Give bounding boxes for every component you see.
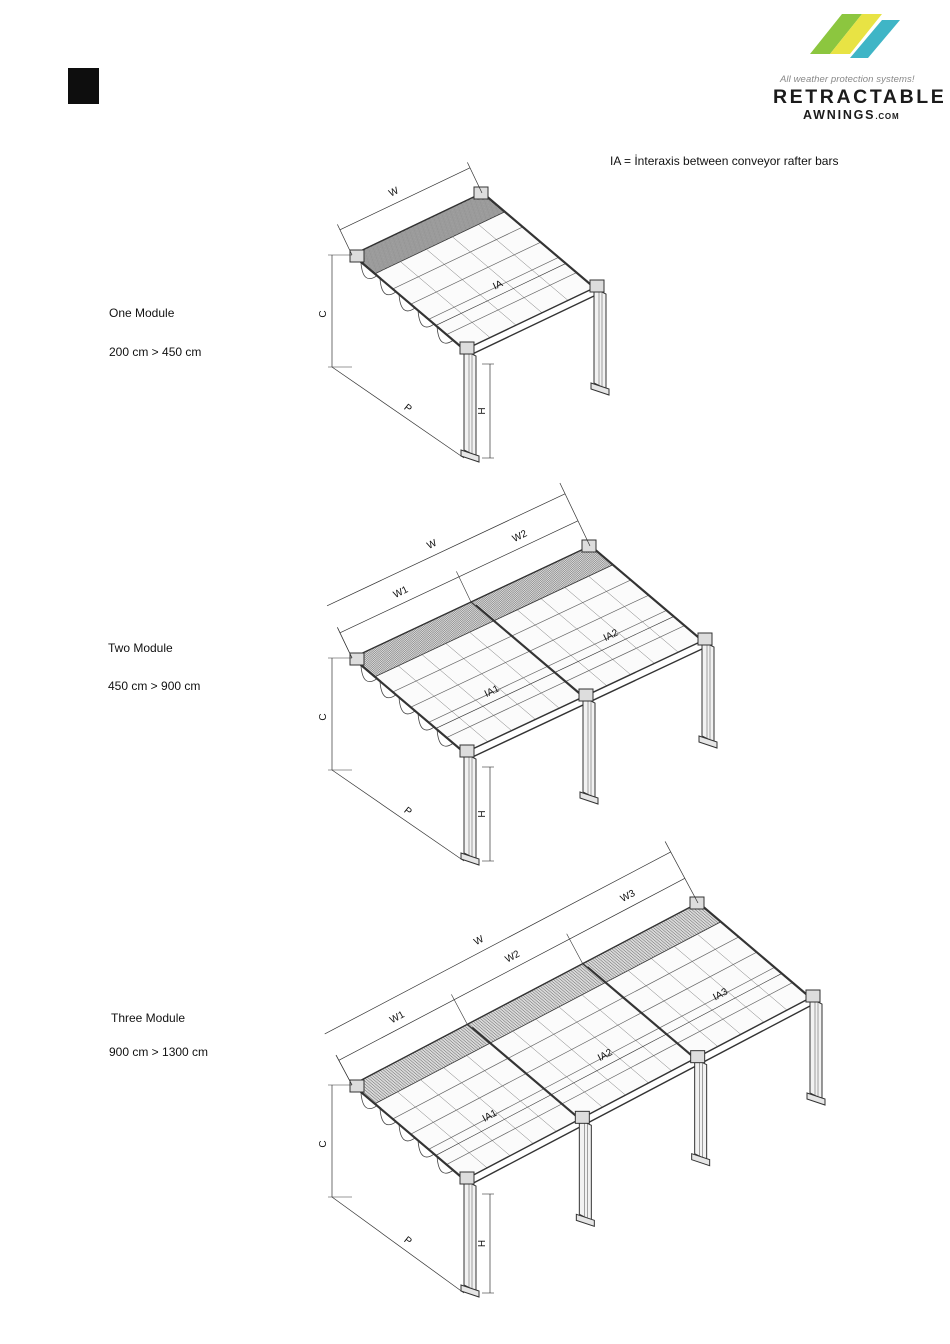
pergola-module-1: WIACPH	[318, 162, 609, 462]
corner-bracket	[806, 990, 820, 1002]
w-extension-line	[337, 224, 352, 255]
w-part-tick	[456, 571, 471, 602]
w-part-label: W2	[511, 528, 530, 545]
p-dimension-line	[332, 1197, 464, 1293]
corner-bracket	[460, 1172, 474, 1184]
corner-bracket	[350, 250, 364, 262]
post	[464, 1180, 476, 1291]
c-dimension-label: C	[318, 1140, 329, 1147]
w-part-label: W1	[392, 584, 411, 601]
post	[464, 350, 476, 456]
post	[579, 1119, 591, 1220]
h-dimension-label: H	[477, 1240, 488, 1247]
corner-bracket	[579, 689, 593, 701]
w-dimension-label: W	[425, 538, 439, 552]
post	[702, 641, 714, 742]
corner-bracket	[460, 745, 474, 757]
corner-bracket	[690, 897, 704, 909]
h-dimension-label: H	[477, 810, 488, 817]
w-part-tick	[337, 627, 352, 658]
w-part-label: W3	[619, 888, 638, 905]
c-dimension-label: C	[318, 310, 329, 317]
w-dimension-label: W	[472, 934, 486, 948]
h-dimension-label: H	[477, 407, 488, 414]
p-dimension-label: P	[402, 805, 414, 818]
w-part-tick	[567, 934, 583, 964]
post	[594, 288, 606, 389]
w-part-label: W2	[503, 948, 522, 965]
corner-bracket	[691, 1051, 705, 1063]
p-dimension-label: P	[402, 402, 414, 415]
post	[810, 998, 822, 1099]
c-dimension-label: C	[318, 713, 329, 720]
corner-bracket	[698, 633, 712, 645]
corner-bracket	[350, 653, 364, 665]
w-part-tick	[451, 994, 467, 1024]
p-dimension-line	[332, 367, 464, 458]
corner-bracket	[582, 540, 596, 552]
w-dimension-label: W	[387, 185, 401, 199]
corner-bracket	[590, 280, 604, 292]
w-part-tick	[336, 1055, 352, 1085]
post	[464, 753, 476, 859]
pergola-module-3: WW1W2W3IA1IA2IA3CPH	[318, 841, 825, 1297]
corner-bracket	[474, 187, 488, 199]
corner-bracket	[460, 342, 474, 354]
w-extension-line	[560, 483, 590, 546]
corner-bracket	[350, 1080, 364, 1092]
w-part-label: W1	[388, 1009, 407, 1026]
w-extension-line	[665, 841, 698, 903]
p-dimension-line	[332, 770, 464, 861]
corner-bracket	[575, 1111, 589, 1123]
pergola-module-2: WW1W2IA1IA2CPH	[318, 483, 717, 865]
post	[583, 697, 595, 798]
post	[695, 1059, 707, 1160]
p-dimension-label: P	[402, 1235, 414, 1248]
